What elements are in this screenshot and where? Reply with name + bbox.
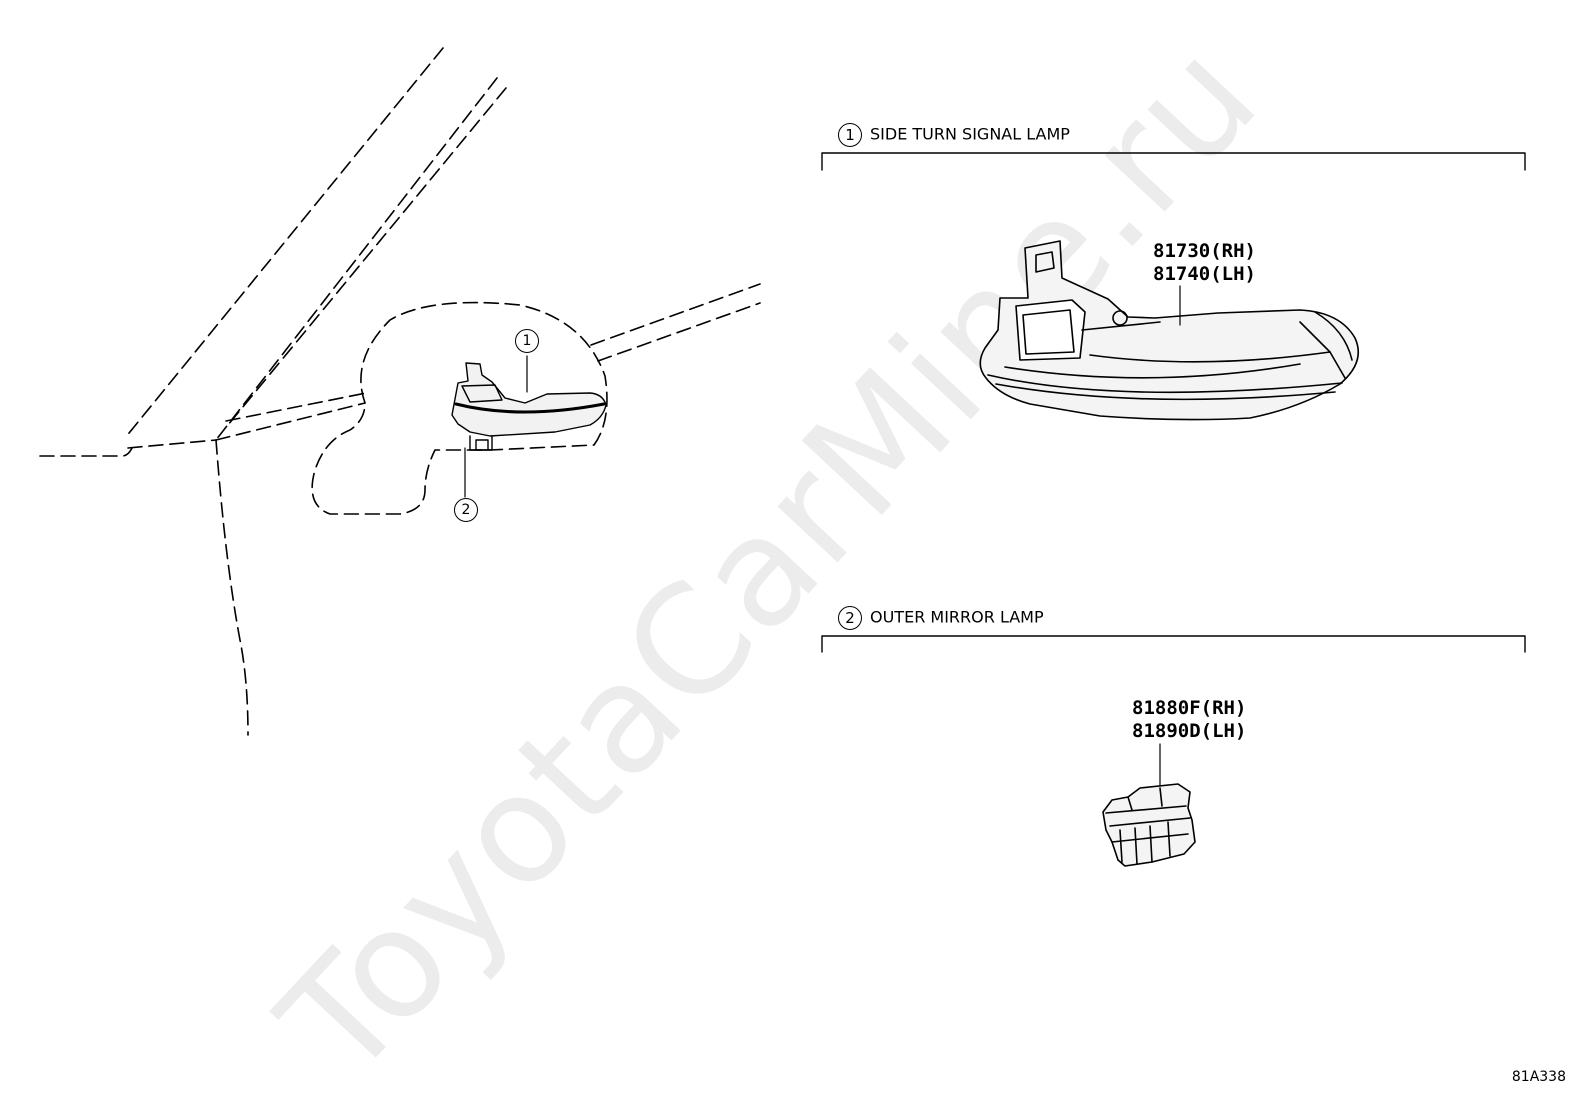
- section-1-number: 1: [838, 123, 862, 147]
- vehicle-body-outline: [39, 47, 761, 736]
- diagram-id: 81A338: [1511, 1069, 1566, 1085]
- part-number-81880f: 81880F(RH): [1132, 697, 1247, 719]
- section-2-title: OUTER MIRROR LAMP: [870, 607, 1044, 627]
- section-2-number: 2: [838, 606, 862, 630]
- section-2-header: 2 OUTER MIRROR LAMP: [838, 606, 1044, 630]
- outer-mirror-lamp-drawing: [1102, 783, 1196, 867]
- callout-2: 2: [454, 498, 478, 522]
- part-number-block-2: 81880F(RH) 81890D(LH): [1132, 697, 1246, 743]
- callout-1: 1: [515, 329, 539, 353]
- section-1-bracket: [821, 152, 1526, 171]
- section-2-bracket: [821, 635, 1526, 653]
- part-number-81730: 81730(RH): [1153, 240, 1256, 262]
- section-1-header: 1 SIDE TURN SIGNAL LAMP: [838, 123, 1070, 147]
- section-1-title: SIDE TURN SIGNAL LAMP: [870, 124, 1070, 144]
- part-number-81890d: 81890D(LH): [1132, 720, 1247, 742]
- mirror-lamp-small-drawing: [451, 362, 607, 451]
- part-number-block-1: 81730(RH) 81740(LH): [1153, 240, 1256, 286]
- part-number-81740: 81740(LH): [1153, 263, 1256, 285]
- side-turn-signal-lamp-drawing: [979, 240, 1359, 421]
